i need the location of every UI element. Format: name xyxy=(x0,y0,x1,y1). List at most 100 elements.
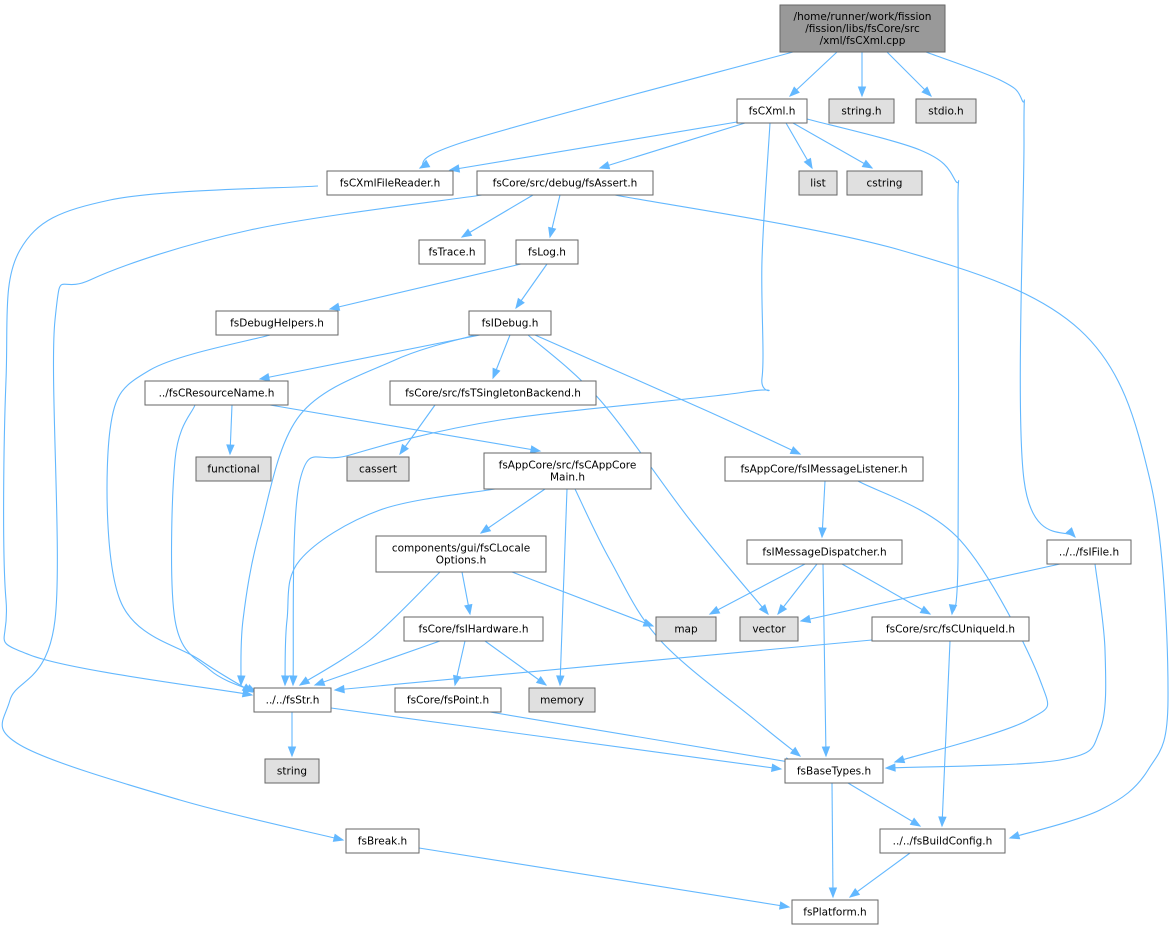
node-box xyxy=(791,899,879,925)
edge-root-to-stdio_h xyxy=(886,51,932,97)
node-label: Options.h xyxy=(436,555,487,567)
node-fsPoint[interactable]: fsCore/fsPoint.h xyxy=(394,687,502,713)
node-label: fsCore/fsPoint.h xyxy=(407,695,489,707)
edge-arrowhead xyxy=(332,833,345,842)
node-label: ../../fsIFile.h xyxy=(1059,547,1119,559)
edge-arrowhead xyxy=(789,446,802,455)
edge-fsIMessageListener-to-fsBaseTypes xyxy=(857,480,1049,764)
edge-fsIHardware-to-memory xyxy=(484,640,548,686)
edge-arrowhead xyxy=(893,755,906,764)
edge-arrowhead xyxy=(529,445,542,454)
edge-fsIDebug-to-vector xyxy=(527,334,769,616)
node-list: list xyxy=(798,170,838,196)
edge-line xyxy=(885,563,1107,769)
edge-fsCLocaleOptions-to-fsIHardware xyxy=(461,571,473,616)
edge-fsCLocaleOptions-to-map xyxy=(511,571,655,627)
node-box xyxy=(326,170,454,196)
node-label: fsPlatform.h xyxy=(803,907,866,919)
edge-line xyxy=(489,711,796,764)
edge-line xyxy=(841,563,931,615)
edge-line xyxy=(330,707,782,770)
edge-arrowhead xyxy=(448,164,461,173)
node-fsIMessageListener[interactable]: fsAppCore/fsIMessageListener.h xyxy=(724,456,924,482)
edge-arrowhead xyxy=(938,816,947,828)
edge-line xyxy=(789,51,838,97)
node-box xyxy=(253,687,332,713)
node-fsAssert[interactable]: fsCore/src/debug/fsAssert.h xyxy=(476,170,654,196)
edge-arrowhead xyxy=(460,228,473,238)
node-label: vector xyxy=(752,624,786,636)
node-box xyxy=(724,456,924,482)
node-fsIHardware[interactable]: fsCore/fsIHardware.h xyxy=(403,616,544,642)
node-fsCXmlFileReader[interactable]: fsCXmlFileReader.h xyxy=(326,170,454,196)
node-box xyxy=(264,758,320,784)
edge-root-to-fsCXml xyxy=(788,51,838,97)
node-box xyxy=(515,239,579,265)
node-label: string.h xyxy=(841,106,881,118)
edge-line xyxy=(170,404,257,693)
node-vector: vector xyxy=(739,616,799,642)
edge-fsStr-to-fsBaseTypes xyxy=(330,707,783,772)
edge-line xyxy=(449,121,738,171)
node-root[interactable]: /home/runner/work/fission/fission/libs/f… xyxy=(779,4,946,53)
node-fsCUniqueId[interactable]: fsCore/src/fsCUniqueId.h xyxy=(871,616,1030,642)
edge-fsAssert-to-fsLog xyxy=(548,194,561,239)
edge-arrowhead xyxy=(556,675,565,687)
node-box xyxy=(1046,539,1132,565)
node-fsCResourceName[interactable]: ../fsCResourceName.h xyxy=(144,380,289,406)
edge-line xyxy=(461,194,534,238)
edge-arrowhead xyxy=(948,604,958,616)
node-label: fsLog.h xyxy=(528,247,566,259)
node-fsPlatform[interactable]: fsPlatform.h xyxy=(791,899,879,925)
node-fsTrace[interactable]: fsTrace.h xyxy=(418,239,486,265)
edge-fsIMessageDispatcher-to-fsCUniqueId xyxy=(841,563,932,615)
edge-arrowhead xyxy=(399,443,409,456)
edge-arrowhead xyxy=(857,86,867,98)
edge-line xyxy=(419,51,794,169)
node-fsBaseTypes[interactable]: fsBaseTypes.h xyxy=(784,758,884,784)
edge-fsLog-to-fsDebugHelpers xyxy=(328,262,526,311)
node-fsCXml[interactable]: fsCXml.h xyxy=(736,98,808,124)
edge-line xyxy=(792,122,873,169)
edge-line xyxy=(806,118,960,615)
edge-arrowhead xyxy=(418,159,431,169)
edge-fsCXml-to-fsStr xyxy=(289,122,771,687)
edge-arrowhead xyxy=(708,605,721,615)
node-cstring: cstring xyxy=(846,170,923,196)
node-cassert: cassert xyxy=(346,456,410,482)
node-fsDebugHelpers[interactable]: fsDebugHelpers.h xyxy=(215,310,339,336)
node-fsStr[interactable]: ../../fsStr.h xyxy=(253,687,332,713)
node-label: fsCXmlFileReader.h xyxy=(340,178,441,190)
node-label: memory xyxy=(540,695,584,707)
node-fsIFile[interactable]: ../../fsIFile.h xyxy=(1046,539,1132,565)
node-fsIDebug[interactable]: fsIDebug.h xyxy=(468,310,552,336)
edge-line xyxy=(614,194,1169,839)
edge-fsIMessageDispatcher-to-vector xyxy=(777,563,818,616)
node-fsIMessageDispatcher[interactable]: fsIMessageDispatcher.h xyxy=(746,539,903,565)
edge-line xyxy=(527,334,769,615)
node-box xyxy=(779,4,946,53)
edge-line xyxy=(480,488,546,534)
node-label: ../../fsStr.h xyxy=(266,695,320,707)
node-label: Main.h xyxy=(550,472,585,484)
edge-line xyxy=(259,334,481,380)
node-map: map xyxy=(655,616,717,642)
node-fsTSingletonBackend[interactable]: fsCore/src/fsTSingletonBackend.h xyxy=(389,380,597,406)
node-label: fsCore/src/fsTSingletonBackend.h xyxy=(405,388,581,400)
edge-fsIMessageListener-to-fsIMessageDispatcher xyxy=(818,480,827,539)
node-box xyxy=(879,828,1006,854)
edge-fsAssert-to-fsTrace xyxy=(460,194,534,238)
node-fsLog[interactable]: fsLog.h xyxy=(515,239,579,265)
node-box xyxy=(655,616,717,642)
edge-fsBuildConfig-to-fsPlatform xyxy=(848,852,911,898)
edge-fsIMessageDispatcher-to-fsBaseTypes xyxy=(821,563,831,758)
edge-line xyxy=(709,563,806,615)
edge-fsBaseTypes-to-fsBuildConfig xyxy=(847,782,922,827)
node-fsBuildConfig[interactable]: ../../fsBuildConfig.h xyxy=(879,828,1006,854)
edge-fsCAppCoreMain-to-memory xyxy=(556,488,568,687)
node-fsBreak[interactable]: fsBreak.h xyxy=(345,828,420,854)
node-box xyxy=(528,687,596,713)
